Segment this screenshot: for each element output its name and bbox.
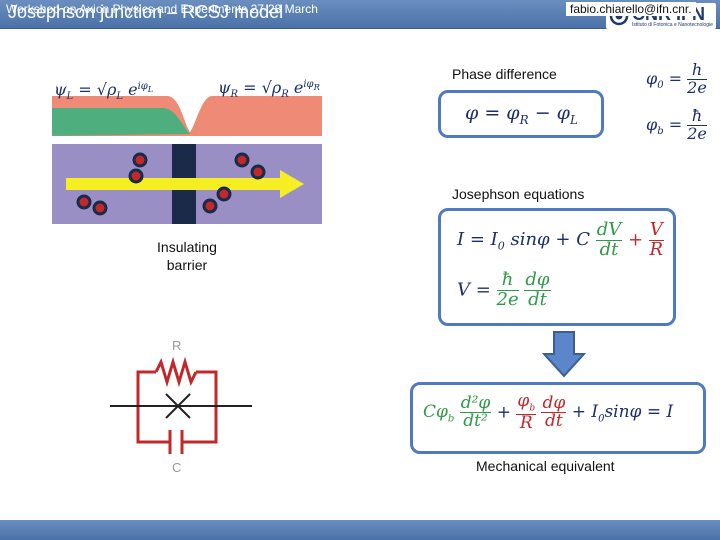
current-arrow [66, 170, 304, 198]
insulating-label-line2: barrier [166, 257, 208, 273]
psi-left-formula: ψL = √ρL eiφL [54, 80, 154, 103]
rcsj-circuit-diagram [110, 356, 252, 454]
footer-bar [0, 520, 720, 540]
capacitor-left-wire [136, 406, 170, 444]
josephson-element-icon [165, 393, 191, 419]
psi-right-formula: ψR = √ρR eiφR [218, 78, 320, 101]
capacitor-icon [168, 430, 184, 454]
resistor-label: R [172, 338, 182, 353]
insulating-label-line1: Insulating [157, 239, 217, 255]
footer-email: fabio.chiarello@ifn.cnr. [566, 2, 696, 16]
resistor-icon [154, 356, 198, 388]
slide-title: Josephson junction – RCSJ model [8, 2, 284, 22]
cooper-pairs [76, 152, 266, 216]
phase-difference-label: Phase difference [452, 66, 557, 82]
capacitor-label: C [172, 460, 182, 475]
logo-subtitle: Istituto di Fotonica e Nanotecnologie [632, 22, 713, 28]
mechanical-equivalent-label: Mechanical equivalent [476, 458, 615, 474]
down-arrow-icon [542, 331, 586, 378]
footer-workshop: Workshop on Axion Physics and Experiment… [6, 2, 318, 16]
phase-difference-box: φ = φR − φL [438, 90, 604, 138]
josephson-equations-label: Josephson equations [452, 186, 585, 202]
resistor-right-wire [196, 370, 218, 406]
resistor-left-wire [136, 370, 156, 406]
insulating-barrier-label: Insulating barrier [152, 238, 222, 274]
phase-difference-formula: φ = φR − φL [465, 102, 578, 127]
junction-illustration [52, 74, 322, 224]
